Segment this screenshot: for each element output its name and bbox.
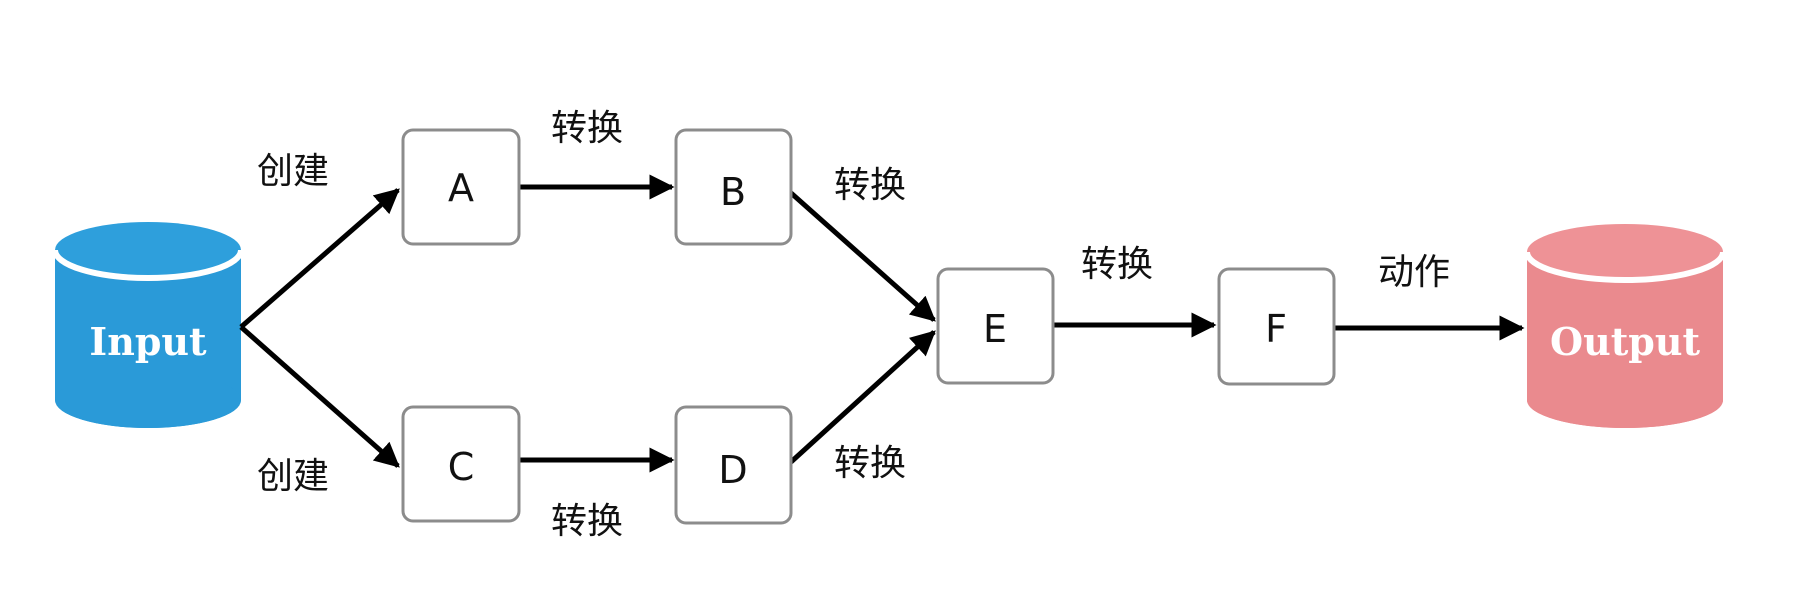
input-label: Input (89, 319, 207, 364)
edge-label-d-to-e: 转换 (834, 443, 906, 484)
node-e-label: E (983, 307, 1007, 351)
edge-d-to-e (789, 330, 936, 464)
node-e: E (936, 267, 1055, 385)
input-cylinder-rim (52, 249, 244, 281)
node-d-box (674, 405, 793, 525)
input-cylinder-top (55, 222, 241, 278)
node-c-label: C (448, 445, 475, 489)
node-f: F (1217, 267, 1336, 386)
node-e-box (936, 267, 1055, 385)
node-f-label: F (1265, 307, 1287, 351)
output-label: Output (1550, 319, 1700, 364)
node-d-label: D (718, 448, 747, 492)
node-f-box (1217, 267, 1336, 386)
node-d: D (674, 405, 793, 525)
node-a-label: A (448, 166, 474, 210)
input-database: Input (52, 222, 244, 428)
node-b: B (674, 128, 793, 246)
edge-label-a-to-b: 转换 (551, 108, 623, 149)
edge-b-to-e (789, 191, 936, 322)
output-cylinder-top (1527, 224, 1723, 280)
node-b-box (674, 128, 793, 246)
node-b-label: B (720, 170, 746, 214)
edge-label-input-to-a: 创建 (257, 151, 329, 192)
node-a-box (401, 128, 521, 246)
edge-label-e-to-f: 转换 (1081, 244, 1153, 285)
input-cylinder-bottom (55, 372, 241, 428)
output-cylinder-bottom (1527, 372, 1723, 428)
edge-input-to-a (239, 188, 400, 329)
node-c-box (401, 405, 521, 523)
edge-label-b-to-e: 转换 (834, 165, 906, 206)
edges (239, 174, 1525, 473)
node-c: C (401, 405, 521, 523)
edge-input-to-c (239, 325, 400, 468)
edge-label-c-to-d: 转换 (551, 501, 623, 542)
output-cylinder-rim (1524, 251, 1726, 283)
edge-label-input-to-c: 创建 (257, 456, 329, 497)
output-database: Output (1524, 224, 1726, 428)
edge-label-f-to-output: 动作 (1378, 252, 1450, 293)
node-a: A (401, 128, 521, 246)
